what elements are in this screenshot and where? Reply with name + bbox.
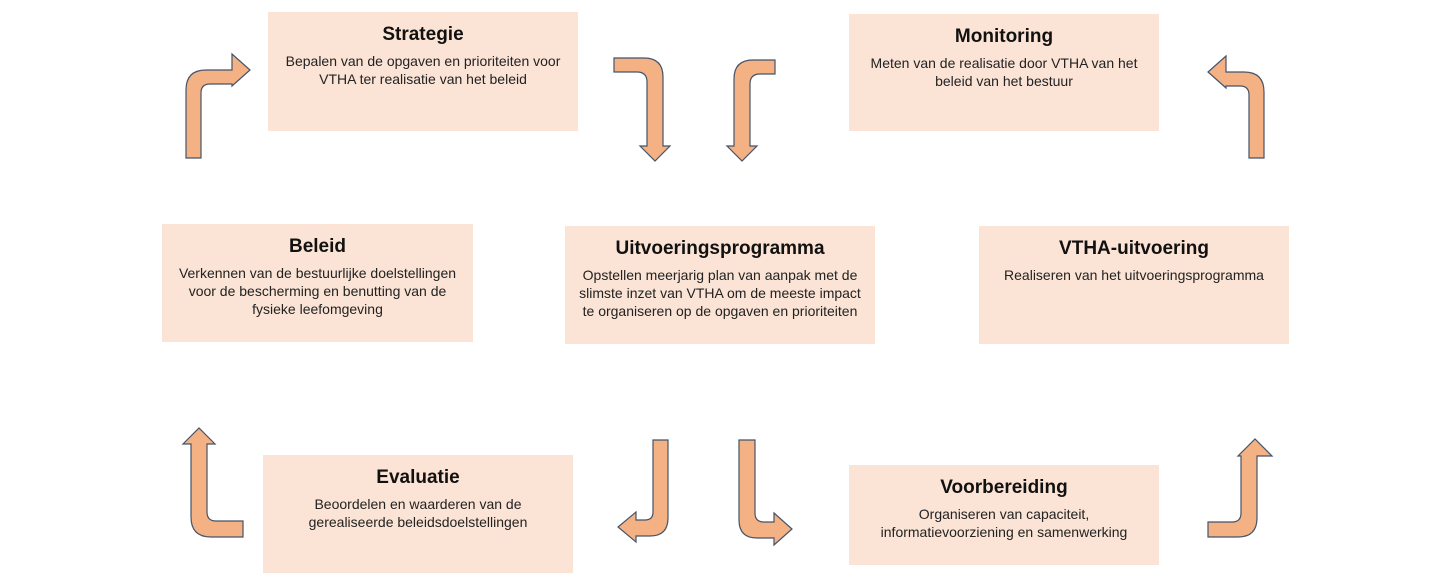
arrow-uitvoeringsprogramma-to-voorbereiding: [738, 439, 793, 547]
node-title: Beleid: [288, 236, 347, 257]
node-voorbereiding: Voorbereiding Organiseren van capaciteit…: [849, 465, 1159, 565]
node-description: Realiseren van het uitvoeringsprogramma: [1004, 267, 1264, 283]
node-title: Strategie: [382, 24, 464, 45]
arrow-beleid-to-strategie: [185, 52, 251, 159]
node-description: Meten van de realisatie door VTHA van he…: [870, 55, 1138, 89]
node-uitvoeringsprogramma: Uitvoeringsprogramma Opstellen meerjarig…: [565, 226, 875, 344]
node-title: Voorbereiding: [940, 477, 1068, 498]
node-strategie: Strategie Bepalen van de opgaven en prio…: [268, 12, 578, 131]
node-description: Organiseren van capaciteit, informatievo…: [880, 506, 1128, 540]
node-description: Beoordelen en waarderen van de gerealise…: [308, 496, 528, 530]
node-title: Evaluatie: [376, 467, 460, 488]
node-description: Opstellen meerjarig plan van aanpak met …: [579, 267, 861, 319]
node-evaluatie: Evaluatie Beoordelen en waarderen van de…: [263, 455, 573, 573]
node-title: VTHA-uitvoering: [1059, 238, 1209, 259]
arrow-monitoring-to-uitvoeringsprogramma: [725, 59, 776, 162]
node-monitoring: Monitoring Meten van de realisatie door …: [849, 14, 1159, 131]
node-title: Monitoring: [954, 26, 1054, 47]
node-description: Bepalen van de opgaven en prioriteiten v…: [285, 53, 561, 87]
arrow-uitvoeringsprogramma-to-evaluatie: [617, 439, 669, 544]
node-vtha-uitvoering: VTHA-uitvoering Realiseren van het uitvo…: [979, 226, 1289, 344]
arrow-voorbereiding-to-vtha-uitvoering: [1207, 438, 1274, 538]
arrow-strategie-to-uitvoeringsprogramma: [613, 57, 672, 162]
node-title: Uitvoeringsprogramma: [615, 238, 825, 259]
node-description: Verkennen van de bestuurlijke doelstelli…: [178, 265, 457, 317]
node-beleid: Beleid Verkennen van de bestuurlijke doe…: [162, 224, 473, 342]
arrow-vtha-uitvoering-to-monitoring: [1207, 54, 1265, 159]
arrow-evaluatie-to-beleid: [181, 427, 244, 538]
